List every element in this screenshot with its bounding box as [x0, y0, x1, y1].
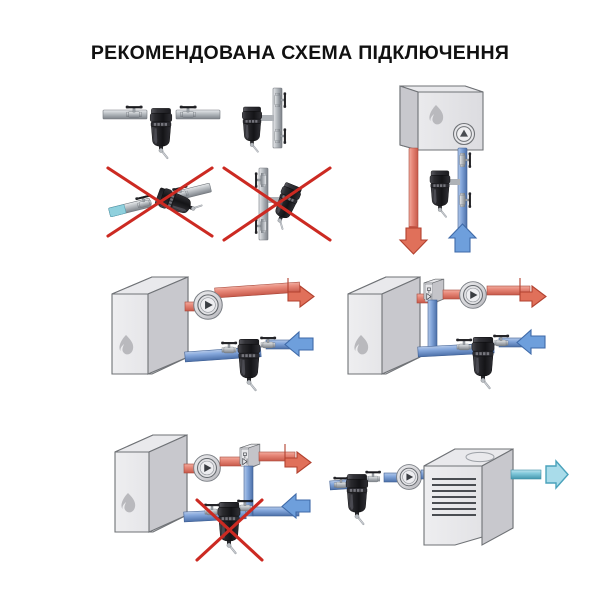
incorrect-horizontal-mount — [106, 166, 214, 238]
correct-vertical-mount — [241, 87, 287, 153]
panel-horizontal-pipe-mounting[interactable] — [102, 105, 221, 240]
panel-floor-boiler-mixing[interactable] — [347, 276, 547, 390]
return-flow-arrow — [281, 492, 311, 520]
supply-pipe — [486, 285, 531, 296]
bypass-pipe — [243, 465, 254, 517]
flame-icon — [121, 493, 136, 513]
return-flow-arrow — [447, 223, 478, 253]
red-cross-icon — [195, 498, 264, 562]
return-flow-arrow — [284, 330, 314, 358]
supply-flow-arrow — [519, 278, 547, 309]
red-cross-icon — [222, 166, 332, 242]
fan-vent-opening — [465, 451, 495, 463]
panel-vertical-pipe-mounting-hit[interactable] — [224, 84, 334, 244]
flame-icon — [429, 105, 444, 125]
flame-icon — [119, 335, 134, 355]
correct-horizontal-mount — [102, 105, 221, 160]
outlet-flow-arrow — [545, 459, 569, 490]
panel-wall-boiler[interactable] — [398, 85, 484, 255]
flame-icon — [354, 335, 369, 355]
panel-floor-boiler-wrong-filter-hit[interactable] — [112, 432, 314, 564]
panel-vertical-pipe-mounting[interactable] — [222, 87, 332, 242]
fan-coil-side — [481, 448, 514, 546]
panel-fan-coil-unit-hit[interactable] — [326, 446, 570, 550]
return-flow-arrow — [516, 328, 546, 356]
panel-wall-boiler-hit[interactable] — [396, 84, 488, 256]
supply-flow-arrow — [398, 227, 429, 255]
incorrect-vertical-mount — [222, 166, 332, 242]
outlet-pipe — [510, 469, 542, 480]
panel-floor-boiler-wrong-filter[interactable] — [114, 434, 312, 562]
page-title: РЕКОМЕНДОВАНА СХЕМА ПІДКЛЮЧЕННЯ — [90, 42, 510, 64]
panel-floor-boiler-direct-hit[interactable] — [108, 272, 318, 398]
red-cross-icon — [106, 166, 214, 238]
panel-floor-boiler-mixing-hit[interactable] — [344, 272, 550, 398]
panel-fan-coil-unit[interactable] — [329, 448, 569, 546]
supply-pipe — [258, 451, 296, 462]
louvers — [432, 478, 476, 516]
panel-horizontal-pipe-mounting-hit[interactable] — [96, 84, 224, 242]
supply-flow-arrow — [287, 278, 315, 309]
supply-flow-arrow — [284, 444, 312, 475]
panel-floor-boiler-direct[interactable] — [111, 276, 315, 392]
pipe-insulation — [108, 204, 127, 217]
